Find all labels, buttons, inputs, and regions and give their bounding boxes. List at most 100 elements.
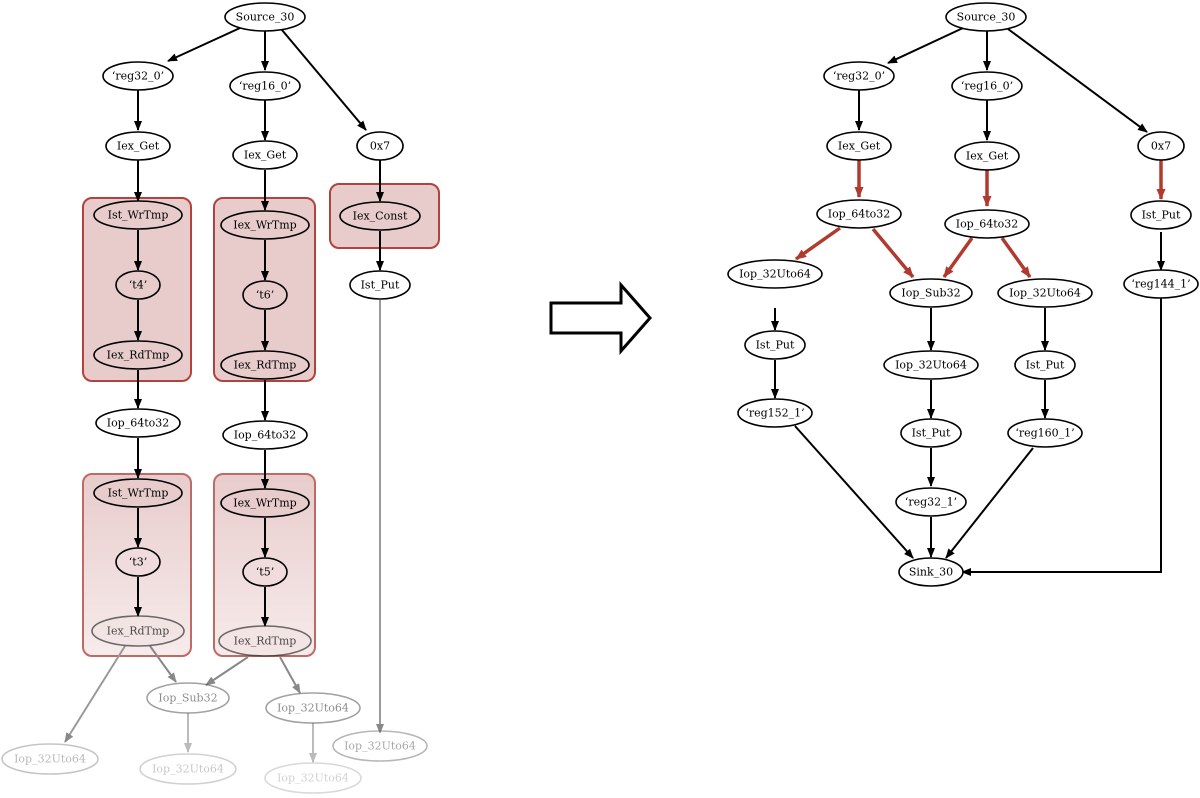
node-iop-64to32-b: Iop_64to32	[944, 209, 1030, 239]
node-ist-put-c: Ist_Put	[900, 418, 962, 448]
node-ist-wrtmp-c: Ist_WrTmp	[93, 478, 183, 508]
node-reg152-1: ‘reg152_1’	[737, 398, 813, 428]
node-iop-32uto64-b: Iop_32Uto64	[332, 730, 428, 762]
svg-text:‘reg16_0’: ‘reg16_0’	[239, 80, 291, 93]
node-reg144-1: ‘reg144_1’	[1123, 269, 1199, 299]
svg-text:0x7: 0x7	[370, 140, 390, 153]
edge	[279, 656, 301, 694]
edge	[1007, 28, 1148, 133]
edge	[794, 226, 842, 261]
node-source: Source_30	[224, 2, 306, 32]
node-reg32-0: ‘reg32_0’	[823, 61, 895, 91]
node-0x7: 0x7	[356, 131, 404, 161]
edge	[961, 298, 1162, 576]
svg-text:Iop_32Uto64: Iop_32Uto64	[277, 702, 349, 715]
svg-text:Iop_32Uto64: Iop_32Uto64	[14, 753, 86, 766]
svg-text:‘reg152_1’: ‘reg152_1’	[745, 407, 804, 420]
edge	[167, 27, 241, 62]
svg-text:‘reg32_0’: ‘reg32_0’	[112, 70, 164, 83]
node-sink: Sink_30	[898, 557, 964, 587]
svg-text:Ist_Put: Ist_Put	[912, 427, 951, 440]
svg-text:Iop_32Uto64: Iop_32Uto64	[1009, 287, 1081, 300]
edge	[281, 29, 367, 131]
node-iop-32uto64-c: Iop_32Uto64	[1, 743, 99, 775]
svg-text:‘reg160_1’: ‘reg160_1’	[1015, 427, 1074, 440]
node-iop-64to32-a: Iop_64to32	[816, 199, 902, 229]
node-t6: ‘t6’	[242, 280, 288, 310]
svg-text:Ist_Put: Ist_Put	[1026, 359, 1065, 372]
node-ist-wrtmp-a: Ist_WrTmp	[93, 200, 183, 230]
svg-text:Ist_Put: Ist_Put	[756, 339, 795, 352]
edge	[205, 656, 249, 686]
svg-text:Ist_Put: Ist_Put	[361, 279, 400, 292]
node-t4: ‘t4’	[115, 270, 161, 300]
edge	[149, 645, 177, 683]
left-regions	[82, 183, 440, 657]
node-iop-32uto64-a: Iop_32Uto64	[727, 259, 823, 289]
edge	[942, 236, 974, 279]
node-ist-put-a: Ist_Put	[744, 330, 806, 360]
svg-text:Iop_32Uto64: Iop_32Uto64	[277, 772, 349, 785]
svg-text:Iex_RdTmp: Iex_RdTmp	[107, 349, 170, 362]
left-nodes: Source_30 ‘reg32_0’ ‘reg16_0’ 0x7 Iex_Ge…	[1, 2, 428, 794]
node-ist-put-c: Ist_Put	[349, 270, 411, 300]
node-iop-64to32-b: Iop_64to32	[222, 420, 308, 450]
svg-text:Iex_RdTmp: Iex_RdTmp	[107, 625, 170, 638]
node-reg16-0: ‘reg16_0’	[229, 71, 301, 101]
svg-text:Iex_RdTmp: Iex_RdTmp	[234, 635, 297, 648]
node-t5: ‘t5’	[242, 557, 288, 587]
svg-text:Iex_Get: Iex_Get	[966, 150, 1009, 163]
svg-text:Iex_WrTmp: Iex_WrTmp	[233, 497, 296, 510]
svg-text:Iop_32Uto64: Iop_32Uto64	[152, 763, 224, 776]
node-iex-const: Iex_Const	[339, 201, 421, 231]
node-ist-put-b: Ist_Put	[1014, 350, 1076, 380]
svg-text:Iop_64to32: Iop_64to32	[828, 208, 891, 221]
svg-text:‘reg32_1’: ‘reg32_1’	[905, 496, 957, 509]
svg-text:Ist_WrTmp: Ist_WrTmp	[108, 487, 169, 500]
node-iex-wrtmp-b: Iex_WrTmp	[220, 210, 310, 240]
svg-text:Ist_WrTmp: Ist_WrTmp	[108, 209, 169, 222]
svg-text:Source_30: Source_30	[957, 11, 1016, 24]
svg-text:‘t4’: ‘t4’	[129, 279, 147, 292]
svg-text:‘t3’: ‘t3’	[129, 556, 147, 569]
edge	[945, 447, 1034, 559]
edge	[887, 27, 964, 64]
svg-text:0x7: 0x7	[1151, 140, 1171, 153]
edge	[1000, 236, 1032, 279]
node-reg16-0: ‘reg16_0’	[951, 71, 1023, 101]
svg-text:Iop_32Uto64: Iop_32Uto64	[739, 268, 811, 281]
svg-text:Iop_64to32: Iop_64to32	[956, 218, 1019, 231]
node-iex-get-a: Iex_Get	[105, 131, 171, 161]
node-iex-get-b: Iex_Get	[954, 141, 1020, 171]
svg-text:Iex_Get: Iex_Get	[117, 140, 160, 153]
node-iex-get-a: Iex_Get	[826, 131, 892, 161]
svg-text:Source_30: Source_30	[236, 11, 295, 24]
node-source: Source_30	[945, 2, 1027, 32]
node-reg32-0: ‘reg32_0’	[102, 61, 174, 91]
right-nodes: Source_30 ‘reg32_0’ ‘reg16_0’ 0x7 Iex_Ge…	[727, 2, 1199, 587]
right-edges	[771, 27, 1165, 576]
node-iop-32uto64-b: Iop_32Uto64	[997, 278, 1093, 308]
svg-text:Iop_32Uto64: Iop_32Uto64	[344, 740, 416, 753]
node-iop-32uto64-a: Iop_32Uto64	[265, 692, 361, 724]
left-faded-edges	[64, 300, 384, 763]
node-iex-rdtmp-b: Iex_RdTmp	[220, 350, 310, 380]
node-iop-32uto64-e: Iop_32Uto64	[264, 762, 362, 794]
right-arrow-outline-icon	[549, 281, 652, 355]
node-iop-32uto64-c: Iop_32Uto64	[883, 350, 979, 380]
svg-text:‘reg32_0’: ‘reg32_0’	[833, 70, 885, 83]
svg-text:Sink_30: Sink_30	[909, 566, 953, 579]
node-iex-rdtmp-d: Iex_RdTmp	[218, 625, 312, 657]
svg-text:Iop_32Uto64: Iop_32Uto64	[895, 359, 967, 372]
node-iex-get-b: Iex_Get	[232, 140, 298, 170]
node-0x7: 0x7	[1137, 131, 1185, 161]
svg-text:Iop_Sub32: Iop_Sub32	[901, 287, 960, 300]
svg-text:Iex_Const: Iex_Const	[353, 210, 408, 223]
svg-text:‘t5’: ‘t5’	[256, 566, 274, 579]
node-reg160-1: ‘reg160_1’	[1007, 418, 1083, 448]
node-reg32-1: ‘reg32_1’	[895, 487, 967, 517]
edge	[64, 645, 126, 743]
svg-text:Iex_Get: Iex_Get	[838, 140, 881, 153]
